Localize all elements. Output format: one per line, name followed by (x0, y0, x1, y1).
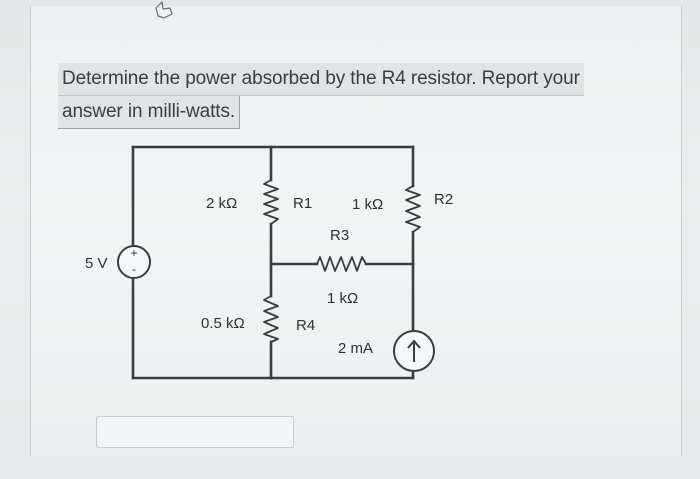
resistor-top-1k-label: 1 kΩ (352, 196, 383, 213)
resistor-icon (263, 295, 279, 343)
resistor-2k-label: 2 kΩ (206, 195, 237, 212)
current-source-icon (393, 330, 435, 372)
question-line-1: Determine the power absorbed by the R4 r… (58, 63, 584, 96)
r2-label: R2 (434, 191, 453, 208)
answer-input[interactable] (96, 416, 294, 448)
r1-label: R1 (293, 195, 312, 212)
minus-sign: - (132, 262, 136, 276)
resistor-icon (316, 256, 367, 272)
plus-sign: + (130, 246, 137, 260)
voltage-source-label: 5 V (85, 255, 108, 272)
resistor-icon (263, 179, 279, 225)
resistor-icon (405, 185, 421, 233)
voltage-source-icon: + - (117, 245, 151, 279)
r4-label: R4 (296, 317, 315, 334)
resistor-05k-label: 0.5 kΩ (201, 315, 245, 332)
cursor-icon (155, 1, 173, 19)
r3-value-label: 1 kΩ (327, 290, 358, 307)
question-line-2: answer in milli-watts. (58, 96, 241, 129)
question-text: Determine the power absorbed by the R4 r… (58, 63, 630, 129)
current-source-label: 2 mA (338, 340, 373, 357)
r3-label: R3 (330, 227, 349, 244)
